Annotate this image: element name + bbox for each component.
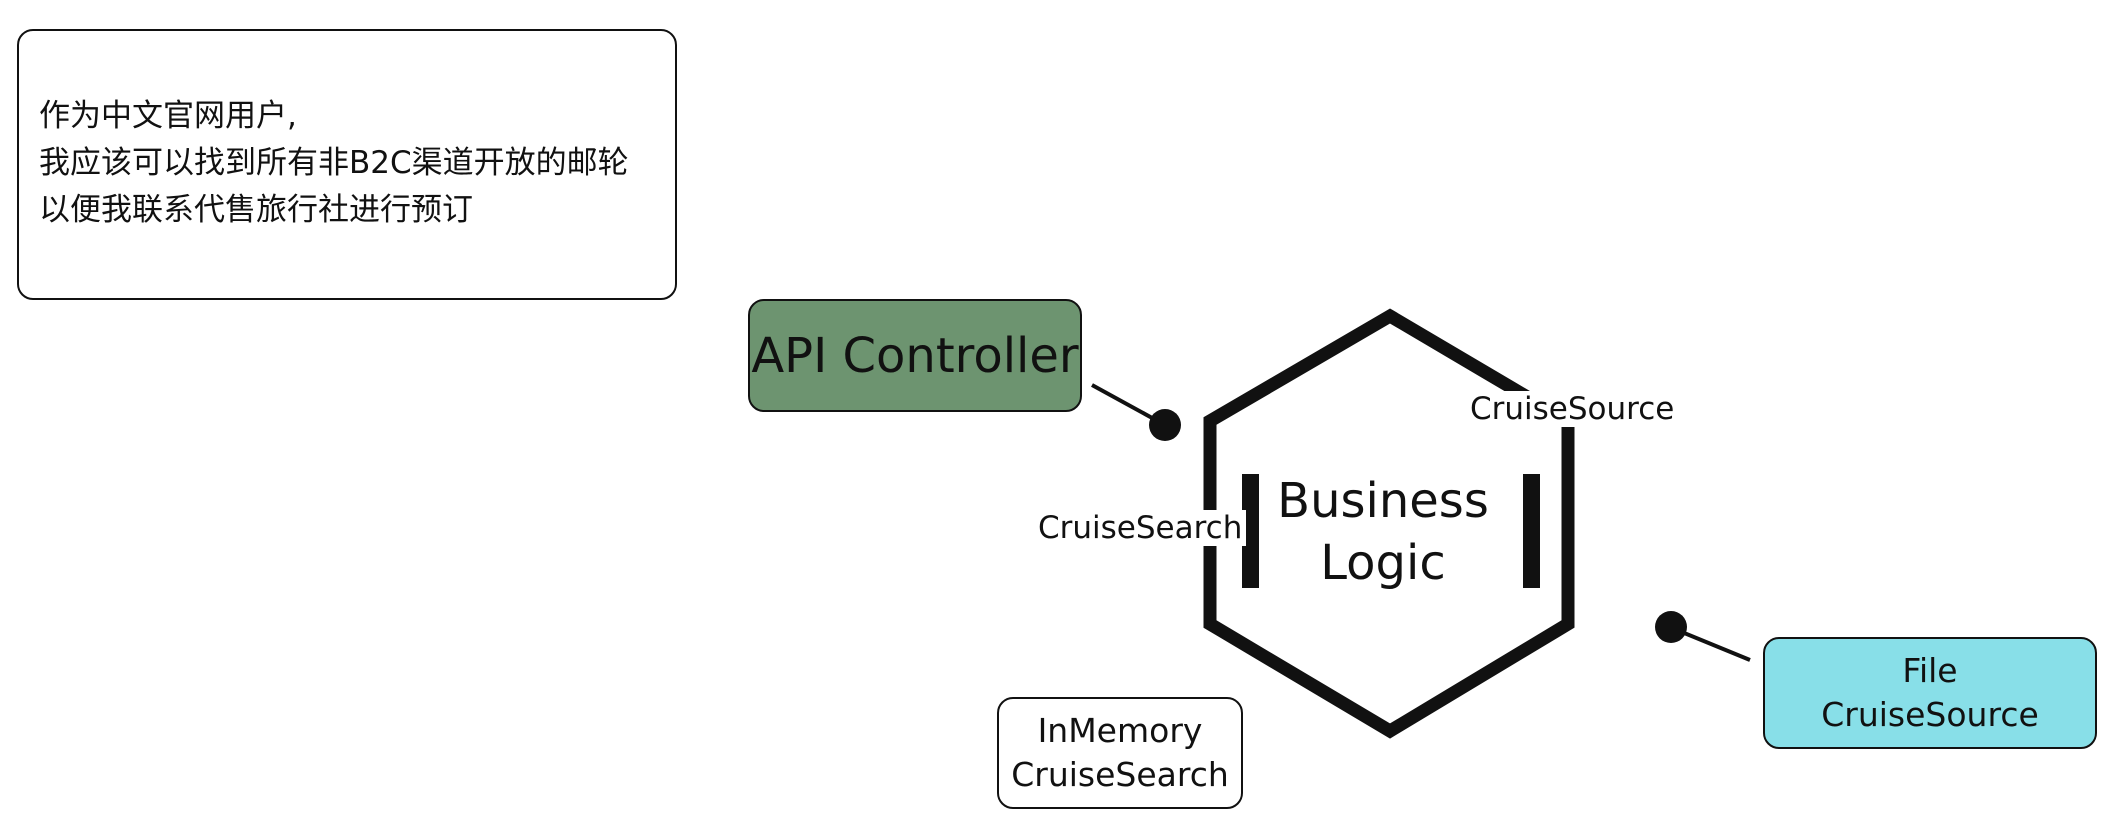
api-controller-box[interactable]: API Controller	[748, 299, 1082, 412]
business-logic-label: Business Logic	[1273, 470, 1493, 594]
file-label-line-2: CruiseSource	[1821, 695, 2039, 734]
file-cruisesource-box[interactable]: File CruiseSource	[1763, 637, 2097, 749]
cruisesearch-port-label: CruiseSearch	[1034, 510, 1247, 546]
business-logic-line-1: Business	[1277, 473, 1489, 529]
inmemory-cruisesearch-box[interactable]: InMemory CruiseSearch	[997, 697, 1243, 809]
api-controller-connector-dot	[1149, 409, 1181, 441]
business-logic-line-2: Logic	[1320, 535, 1446, 591]
driven-port-bar	[1523, 474, 1540, 588]
story-line-3: 以便我联系代售旅行社进行预订	[39, 192, 473, 228]
cruisesource-port-label: CruiseSource	[1466, 391, 1679, 427]
driving-port-bar	[1242, 474, 1259, 588]
story-line-2: 我应该可以找到所有非B2C渠道开放的邮轮	[39, 145, 629, 181]
inmemory-label-line-2: CruiseSearch	[1011, 755, 1229, 794]
file-source-connector-dot	[1655, 611, 1687, 643]
story-line-1: 作为中文官网用户,	[39, 98, 297, 134]
user-story-card: 作为中文官网用户, 我应该可以找到所有非B2C渠道开放的邮轮 以便我联系代售旅行…	[17, 29, 677, 300]
file-label-line-1: File	[1902, 651, 1958, 690]
inmemory-label-line-1: InMemory	[1037, 711, 1203, 750]
api-controller-label: API Controller	[751, 327, 1079, 384]
api-controller-connector	[1091, 383, 1155, 421]
